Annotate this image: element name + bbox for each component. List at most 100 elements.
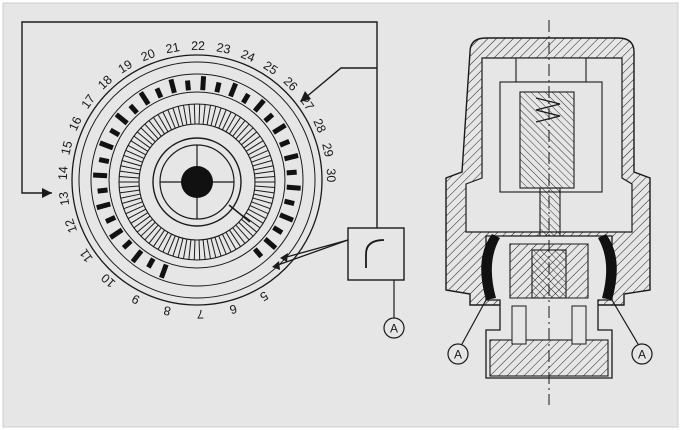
gear-tooth [123, 154, 143, 163]
dial-tick [283, 198, 295, 207]
gear-tooth [136, 218, 153, 233]
dial-number: 19 [116, 57, 135, 76]
dial-tick [154, 87, 164, 99]
dial-tick [98, 140, 114, 151]
top-plate [515, 57, 587, 83]
gear-tooth [125, 149, 145, 159]
seal-ring-right [598, 234, 617, 300]
gear-tooth [229, 229, 242, 247]
gear-tooth [119, 170, 140, 175]
gear-tooth [238, 221, 254, 237]
dial-tick [214, 81, 222, 93]
gear-tooth [119, 176, 140, 179]
gear-tooth [245, 212, 264, 224]
dial-tick [128, 103, 139, 115]
gear-tooth [235, 224, 250, 241]
gear-tooth [202, 104, 206, 125]
gear-tooth [182, 105, 188, 125]
gear-tooth [130, 212, 149, 224]
arrow-head-icon [300, 91, 311, 102]
valve-stem [539, 187, 561, 239]
gear-tooth [120, 165, 141, 171]
dial-number: 12 [62, 217, 80, 235]
dial-tick-ring [78, 61, 316, 299]
gear-tooth [210, 106, 217, 126]
sensor-pointer-line [274, 239, 349, 267]
dial-number: 23 [215, 40, 231, 56]
gear-tooth [253, 165, 274, 171]
dial-tick [286, 184, 301, 191]
gear-ring-edge [138, 123, 256, 241]
dial-number: 30 [324, 168, 338, 182]
gear-tooth [210, 238, 217, 258]
dial-tick [159, 263, 169, 279]
dial-number: 7 [197, 307, 204, 321]
sensor-box [347, 227, 405, 281]
gear-tooth [218, 109, 227, 129]
arrow-head-icon [272, 261, 280, 270]
gear-tooth [229, 117, 242, 135]
gear-tooth [144, 123, 159, 140]
gear-tooth [136, 131, 153, 146]
seal-ring-left [481, 234, 500, 300]
section-view: A A [445, 20, 653, 405]
gear-tooth [241, 131, 258, 146]
gear-tooth [238, 127, 254, 143]
dial-tick [279, 212, 294, 223]
gear-tooth [214, 107, 222, 127]
dial-number: 17 [79, 92, 99, 112]
gear-tooth [252, 197, 273, 204]
curved-contact-icon [365, 239, 385, 268]
gear-tooth [188, 104, 192, 125]
arrow-head-icon [280, 253, 288, 262]
gear-tooth [148, 120, 162, 137]
gear-tooth [218, 235, 227, 255]
dial-tick [109, 227, 124, 240]
gear-tooth [249, 205, 269, 215]
gear-tooth [193, 239, 196, 260]
gear-tooth [167, 235, 176, 255]
gear-tooth [148, 227, 162, 244]
dial-number: 21 [165, 40, 181, 56]
dial-number: 29 [319, 142, 336, 159]
dial-number: 27 [297, 94, 316, 113]
callout-circle [447, 343, 469, 365]
gear-tooth [243, 135, 261, 149]
dial-center-dot [181, 166, 213, 198]
gear-tooth [127, 208, 147, 220]
gear-tooth [182, 239, 188, 259]
dial-outer-ring [71, 54, 323, 306]
dial-number: 28 [310, 117, 328, 135]
gear-tooth [177, 106, 184, 126]
gear-tooth [243, 215, 261, 229]
dial-tick [96, 201, 111, 211]
dial-tick [263, 112, 275, 123]
bellows [519, 91, 575, 189]
dial-tick [279, 139, 291, 148]
gear-tooth [152, 229, 165, 247]
arrow-head-icon [42, 188, 52, 198]
gear-tooth [177, 238, 184, 258]
gear-tooth [202, 239, 206, 260]
dial-tick [92, 172, 108, 179]
dial-number: 24 [239, 47, 257, 65]
gear-tooth [214, 237, 222, 257]
gear-tooth [121, 197, 142, 204]
gear-tooth [152, 117, 165, 135]
gear-tooth [232, 120, 246, 137]
dial-tick [168, 78, 177, 94]
dial-tick [97, 187, 108, 194]
dial-ring [78, 61, 316, 299]
gear-tooth [198, 239, 201, 260]
dial-number: 6 [228, 301, 239, 316]
dial-number: 16 [66, 114, 85, 133]
callout-leader [461, 299, 487, 345]
callout-label-seal-left: A [454, 348, 462, 362]
callout-label-sensor: A [390, 322, 398, 336]
dial-tick [272, 225, 284, 235]
callout-leader [611, 299, 639, 345]
gear-tooth [140, 127, 156, 143]
gear-tooth [206, 105, 212, 125]
dial-tick [114, 112, 129, 126]
